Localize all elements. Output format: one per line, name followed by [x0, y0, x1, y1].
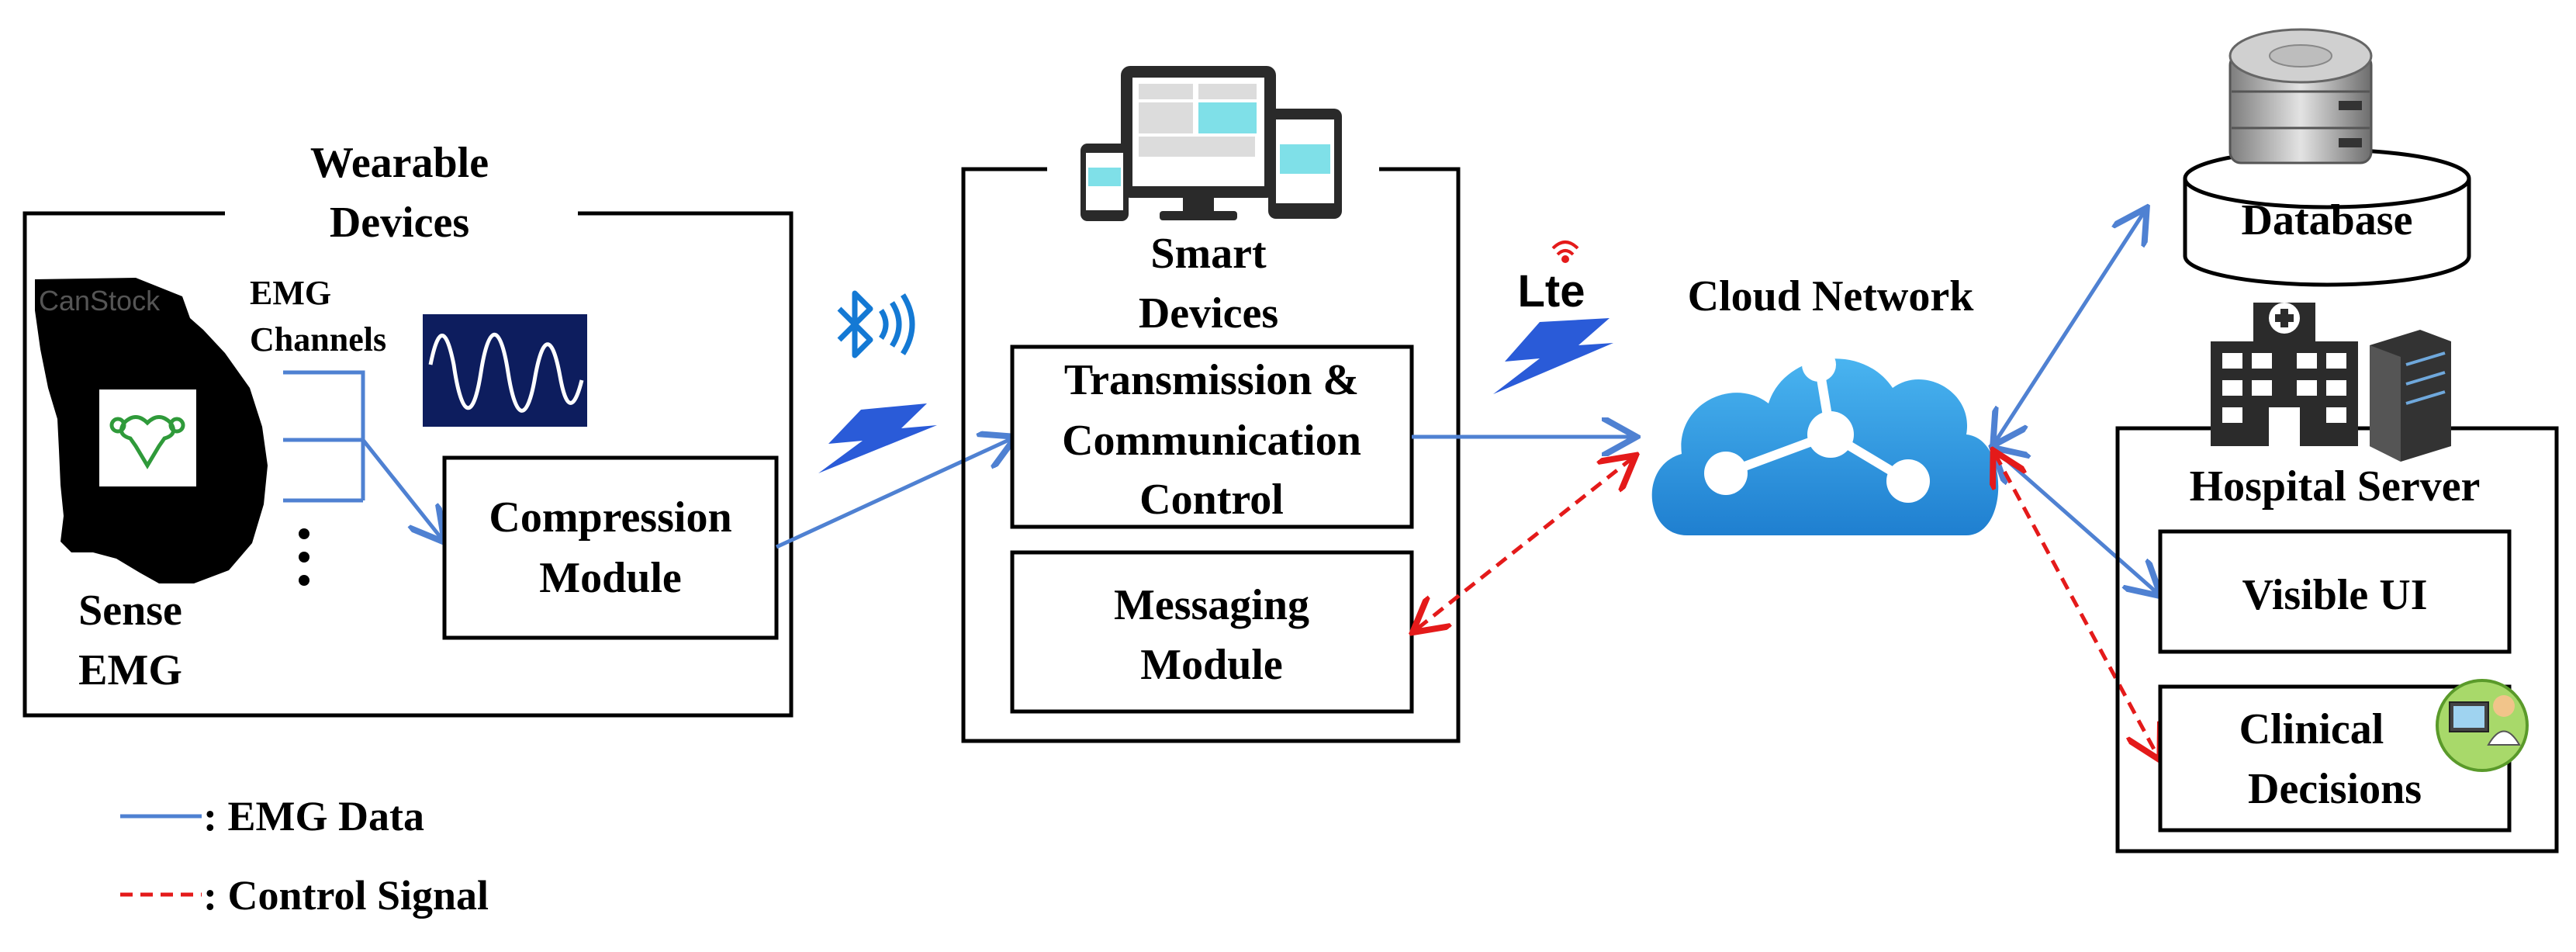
smart-title-line2: Devices	[1139, 289, 1278, 338]
legend: : EMG Data : Control Signal	[120, 793, 489, 919]
compression-module-box	[442, 455, 779, 640]
messaging-module-line2: Module	[1140, 641, 1283, 689]
data-line-compression-to-transmission	[775, 438, 1012, 549]
transmission-line3: Control	[1139, 476, 1284, 524]
visible-ui-label: Visible UI	[2242, 571, 2427, 619]
more-channels-dots	[299, 528, 309, 586]
data-line-cloud-database	[1995, 211, 2145, 442]
database-group: Database	[2183, 28, 2471, 287]
doctor-computer-icon	[2436, 679, 2529, 772]
wearable-frame	[22, 211, 794, 718]
compression-module-line2: Module	[539, 554, 682, 602]
uterus-icon-bg	[99, 389, 196, 486]
visible-ui-box	[2158, 529, 2512, 654]
smart-title-line1: Smart	[1150, 230, 1267, 278]
emg-channels-line1: EMG	[250, 274, 331, 312]
messaging-module-line1: Messaging	[1114, 581, 1309, 629]
clinical-line1: Clinical	[2239, 705, 2384, 753]
wearable-title-line1: Wearable	[310, 139, 489, 187]
compression-module-line1: Compression	[489, 493, 731, 542]
messaging-module-box	[1010, 550, 1414, 714]
uterus-icon	[109, 415, 185, 469]
lte-label: Lte	[1518, 266, 1585, 317]
transmission-control-box	[1010, 344, 1414, 529]
watermark-text: CanStock	[39, 285, 161, 317]
transmission-line2: Communication	[1062, 417, 1361, 465]
wearable-title-line2: Devices	[330, 199, 469, 247]
lightning-icon-1	[818, 403, 937, 473]
wearable-devices-group: Wearable Devices CanStock Sense EMG EMG …	[22, 139, 794, 718]
hospital-server-group: Hospital Server Visible UI Clinical Deci…	[2115, 303, 2559, 853]
sense-emg-line1: Sense	[78, 587, 182, 635]
legend-control-signal-label: : Control Signal	[203, 872, 489, 919]
emg-channel-lines	[283, 370, 442, 539]
control-line-cloud-clinical	[1995, 454, 2158, 756]
server-rack-icon	[2370, 330, 2451, 462]
legend-emg-data-label: : EMG Data	[203, 793, 424, 839]
hospital-server-title: Hospital Server	[2190, 462, 2481, 511]
emg-channels-line2: Channels	[250, 320, 386, 358]
database-label: Database	[2242, 196, 2413, 244]
data-line-cloud-visible-ui	[1995, 450, 2158, 594]
smart-frame	[961, 167, 1461, 743]
sense-emg-line2: EMG	[78, 646, 182, 694]
smart-devices-group: Smart Devices Transmission & Communicati…	[961, 66, 1461, 743]
lte-icon: Lte	[1518, 241, 1585, 317]
clinical-line2: Decisions	[2248, 765, 2422, 813]
transmission-line1: Transmission &	[1064, 356, 1359, 404]
control-line-cloud-messaging	[1416, 458, 1633, 630]
bluetooth-icon	[837, 290, 915, 358]
lightning-icon-2	[1493, 318, 1613, 394]
cloud-icon	[1651, 348, 1999, 535]
devices-icon	[1081, 66, 1342, 221]
cloud-network-title: Cloud Network	[1688, 272, 1975, 320]
hospital-building-icon	[2211, 303, 2358, 446]
emg-waveform-icon	[423, 314, 587, 427]
database-server-icon	[2228, 28, 2373, 164]
